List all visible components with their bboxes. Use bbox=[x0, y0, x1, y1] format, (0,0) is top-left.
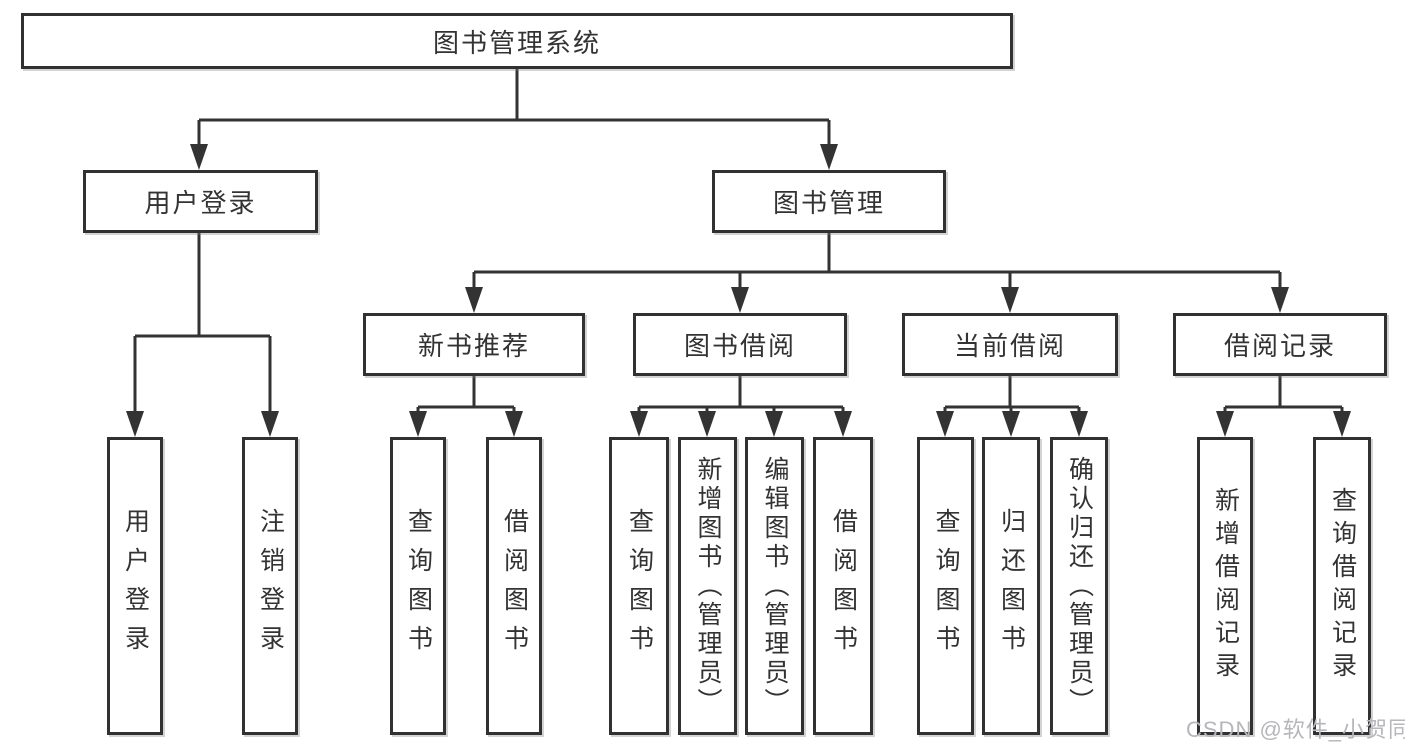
arrow-down-icon bbox=[1271, 287, 1289, 313]
node-book-borrowing-label: 图书借阅 bbox=[683, 331, 796, 361]
arrow-down-icon bbox=[1216, 411, 1234, 437]
leaf-borrow-books-recommend: 借阅图书 bbox=[486, 437, 542, 735]
node-user-login-label: 用户登录 bbox=[144, 188, 257, 218]
node-book-management-label: 图书管理 bbox=[772, 188, 885, 218]
node-new-book-recommend: 新书推荐 bbox=[363, 313, 585, 376]
watermark: CSDN @软件_小贺同学 bbox=[1186, 717, 1405, 742]
leaf-logout-label: 注销登录 bbox=[256, 508, 285, 664]
arrow-down-icon bbox=[261, 411, 279, 437]
leaf-add-book-admin: 新增图书（管理员） bbox=[678, 437, 737, 735]
node-new-book-recommend-label: 新书推荐 bbox=[417, 331, 530, 361]
leaf-query-books-current: 查询图书 bbox=[917, 437, 974, 735]
node-book-borrowing: 图书借阅 bbox=[633, 313, 847, 376]
leaf-query-books-borrowing: 查询图书 bbox=[609, 437, 669, 735]
leaf-query-borrow-record-label: 查询借阅记录 bbox=[1328, 487, 1357, 685]
leaf-logout: 注销登录 bbox=[242, 437, 298, 735]
leaf-add-borrow-record-label: 新增借阅记录 bbox=[1211, 487, 1240, 685]
arrow-down-icon bbox=[834, 411, 852, 437]
leaf-borrow-books-recommend-label: 借阅图书 bbox=[500, 508, 529, 664]
arrow-down-icon bbox=[409, 411, 427, 437]
node-current-borrowing: 当前借阅 bbox=[902, 313, 1118, 376]
arrow-down-icon bbox=[765, 411, 783, 437]
leaf-edit-book-admin: 编辑图书（管理员） bbox=[745, 437, 804, 735]
leaf-edit-book-admin-label: 编辑图书（管理员） bbox=[761, 455, 789, 717]
node-current-borrowing-label: 当前借阅 bbox=[953, 331, 1066, 361]
arrow-down-icon bbox=[1333, 411, 1351, 437]
leaf-query-books-recommend-label: 查询图书 bbox=[404, 508, 433, 664]
arrow-down-icon bbox=[936, 411, 954, 437]
leaf-user-login-label: 用户登录 bbox=[121, 508, 150, 664]
node-root: 图书管理系统 bbox=[21, 13, 1013, 69]
leaf-confirm-return-admin: 确认归还（管理员） bbox=[1050, 437, 1108, 735]
node-borrowing-records-label: 借阅记录 bbox=[1223, 331, 1336, 361]
node-root-label: 图书管理系统 bbox=[432, 27, 601, 58]
leaf-user-login: 用户登录 bbox=[107, 437, 163, 735]
node-borrowing-records: 借阅记录 bbox=[1173, 313, 1387, 376]
arrow-down-icon bbox=[698, 411, 716, 437]
arrow-down-icon bbox=[126, 411, 144, 437]
leaf-borrow-books-borrowing: 借阅图书 bbox=[813, 437, 873, 735]
arrow-down-icon bbox=[820, 144, 838, 170]
arrow-down-icon bbox=[1002, 411, 1020, 437]
leaf-borrow-books-borrowing-label: 借阅图书 bbox=[829, 508, 858, 664]
leaf-query-books-current-label: 查询图书 bbox=[932, 508, 960, 664]
leaf-query-books-borrowing-label: 查询图书 bbox=[625, 508, 654, 664]
arrow-down-icon bbox=[190, 144, 208, 170]
arrow-down-icon bbox=[505, 411, 523, 437]
arrow-down-icon bbox=[1001, 287, 1019, 313]
arrow-down-icon bbox=[1070, 411, 1088, 437]
arrow-down-icon bbox=[731, 287, 749, 313]
leaf-return-books-label: 归还图书 bbox=[997, 508, 1026, 664]
arrow-down-icon bbox=[630, 411, 648, 437]
node-user-login: 用户登录 bbox=[83, 170, 318, 233]
node-book-management: 图书管理 bbox=[712, 170, 946, 233]
leaf-add-book-admin-label: 新增图书（管理员） bbox=[694, 455, 722, 717]
leaf-query-borrow-record: 查询借阅记录 bbox=[1313, 437, 1371, 735]
leaf-query-books-recommend: 查询图书 bbox=[390, 437, 446, 735]
arrow-down-icon bbox=[465, 287, 483, 313]
leaf-add-borrow-record: 新增借阅记录 bbox=[1197, 437, 1253, 735]
leaf-confirm-return-admin-label: 确认归还（管理员） bbox=[1065, 455, 1094, 717]
leaf-return-books: 归还图书 bbox=[982, 437, 1040, 735]
